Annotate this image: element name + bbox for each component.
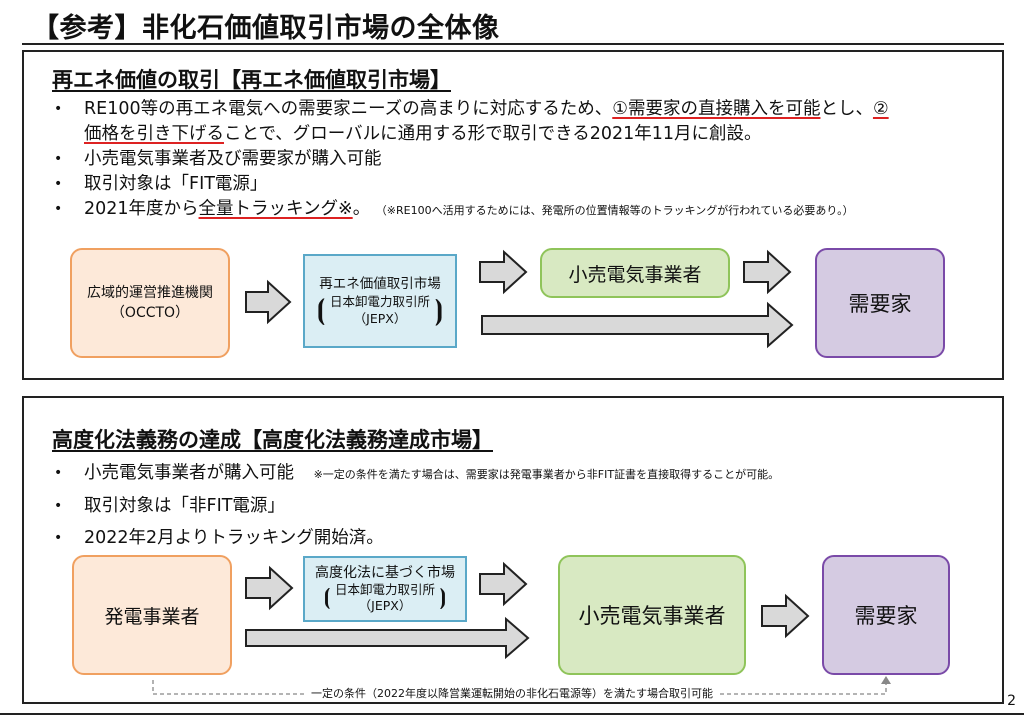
retailer-box-2: 小売電気事業者 [558, 555, 746, 675]
consumer-box-2: 需要家 [822, 555, 950, 675]
section2-bullets: 小売電気事業者が購入可能 ※一定の条件を満たす場合は、需要家は発電事業者から非F… [50, 461, 980, 551]
red-underline-text: 全量トラッキング※ [198, 199, 353, 219]
arrow-up-icon [881, 676, 891, 684]
renewable-market-box: 再エネ価値取引市場 ⦗ 日本卸電力取引所 （JEPX） ⦘ [303, 254, 457, 348]
red-underline-text: ①需要家の直接購入を可能 [612, 99, 821, 119]
section2-heading: 高度化法義務の達成【高度化法義務達成市場】 [52, 428, 493, 452]
list-item: 取引対象は「非FIT電源」 [50, 494, 980, 519]
red-underline-text: ② [872, 99, 889, 119]
list-item: 取引対象は「FIT電源」 [50, 172, 980, 197]
generator-box: 発電事業者 [72, 555, 232, 675]
list-item: 2021年度から全量トラッキング※。 （※RE100へ活用するためには、発電所の… [50, 197, 980, 223]
arrow-right-icon [761, 593, 810, 639]
arrow-right-icon [245, 616, 530, 660]
bottom-rule [0, 713, 1024, 715]
title-rule [22, 43, 1004, 45]
page-number: 2 [1007, 693, 1016, 709]
list-item: 小売電気事業者及び需要家が購入可能 [50, 147, 980, 172]
condition-label: 一定の条件（2022年度以降営業運転開始の非化石電源等）を満たす場合取引可能 [305, 685, 719, 701]
footnote: ※一定の条件を満たす場合は、需要家は発電事業者から非FIT証書を直接取得すること… [313, 468, 780, 481]
red-underline-text: 価格を引き下げる [84, 124, 224, 144]
list-item: 小売電気事業者が購入可能 ※一定の条件を満たす場合は、需要家は発電事業者から非F… [50, 461, 980, 487]
sophistication-market-box: 高度化法に基づく市場 ⦗ 日本卸電力取引所 （JEPX） ⦘ [303, 556, 467, 622]
arrow-right-icon [245, 279, 292, 325]
arrow-right-icon [479, 561, 528, 607]
retailer-box-1: 小売電気事業者 [540, 248, 730, 298]
arrow-right-icon [743, 249, 792, 295]
occto-box: 広域的運営推進機関 （OCCTO） [70, 248, 230, 358]
panel-sophistication-market [22, 396, 1004, 704]
arrow-right-icon [481, 301, 794, 349]
consumer-box-1: 需要家 [815, 248, 945, 358]
footnote: （※RE100へ活用するためには、発電所の位置情報等のトラッキングが行われている… [375, 204, 854, 217]
panel-renewable-market [22, 50, 1004, 380]
section1-bullets: RE100等の再エネ電気への需要家ニーズの高まりに対応するため、①需要家の直接購… [50, 97, 980, 223]
list-item: RE100等の再エネ電気への需要家ニーズの高まりに対応するため、①需要家の直接購… [50, 97, 980, 147]
page-title: 【参考】非化石価値取引市場の全体像 [32, 13, 500, 44]
arrow-right-icon [245, 565, 294, 611]
arrow-right-icon [479, 249, 528, 295]
list-item: 2022年2月よりトラッキング開始済。 [50, 526, 980, 551]
section1-heading: 再エネ価値の取引【再エネ価値取引市場】 [52, 68, 451, 92]
